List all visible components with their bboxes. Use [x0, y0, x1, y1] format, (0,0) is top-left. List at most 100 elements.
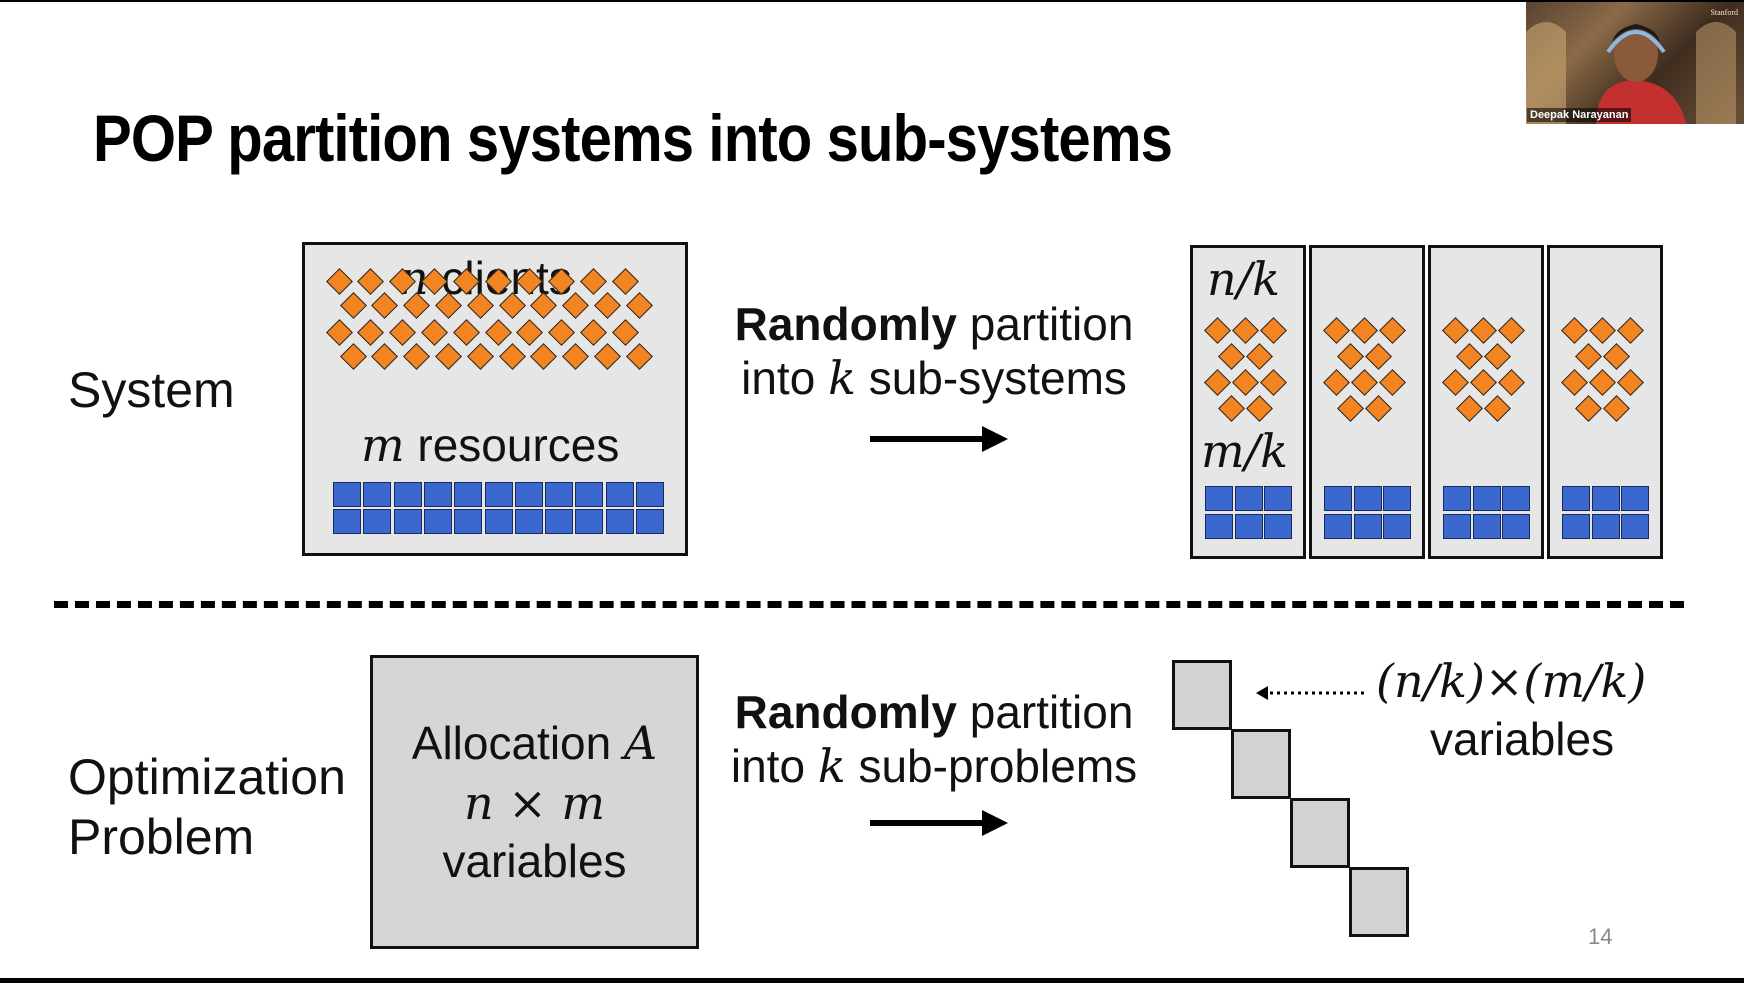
resource-square — [1234, 514, 1263, 539]
optimization-arrow — [870, 810, 1008, 836]
webcam-brand-logo: Stanford — [1710, 8, 1738, 17]
resource-square — [545, 482, 574, 507]
resource-square — [636, 482, 664, 507]
client-diamond — [1231, 316, 1259, 344]
system-caption-line1: Randomly partition — [718, 297, 1150, 351]
resource-square — [1234, 486, 1263, 511]
resource-square — [1621, 514, 1649, 539]
resource-square — [575, 509, 604, 534]
client-diamond — [1441, 368, 1469, 396]
resource-square — [1502, 514, 1530, 539]
resource-square — [1502, 486, 1530, 511]
system-caption-bold: Randomly — [734, 298, 957, 350]
resource-square — [636, 509, 664, 534]
diagonal-block — [1172, 660, 1232, 730]
client-diamond — [1203, 368, 1231, 396]
resource-square — [1591, 514, 1620, 539]
resource-square — [1264, 486, 1292, 511]
resource-square — [1205, 486, 1233, 511]
partition-clients-label: n/k — [1207, 252, 1280, 306]
resource-square — [514, 509, 543, 534]
sub-system-box — [1309, 245, 1425, 559]
client-diamond — [1455, 342, 1483, 370]
client-diamond — [1378, 316, 1406, 344]
client-diamond — [1350, 316, 1378, 344]
client-diamond — [1203, 316, 1231, 344]
client-diamond — [1616, 368, 1644, 396]
partition-group: n/k m/k — [1190, 245, 1668, 559]
client-diamond — [1231, 368, 1259, 396]
client-diamond — [1378, 368, 1406, 396]
resource-square — [1562, 486, 1590, 511]
resource-square — [1472, 486, 1501, 511]
client-diamond — [1483, 342, 1511, 370]
client-diamond — [1245, 394, 1273, 422]
block-diagonal — [1172, 660, 1412, 942]
sub-system-box — [1428, 245, 1544, 559]
client-diamond — [1497, 316, 1525, 344]
resource-square — [363, 482, 392, 507]
client-diamond — [1245, 342, 1273, 370]
client-diamond — [1322, 316, 1350, 344]
client-diamond — [1259, 368, 1287, 396]
client-diamond — [1322, 368, 1350, 396]
resource-square — [1353, 514, 1382, 539]
resource-square — [1443, 514, 1471, 539]
dotted-pointer-arrow — [1256, 686, 1368, 700]
resources-var: m — [361, 418, 405, 472]
client-diamond — [1560, 368, 1588, 396]
resource-square — [363, 509, 392, 534]
resource-square — [423, 482, 452, 507]
resource-square — [1621, 486, 1649, 511]
resource-square — [333, 509, 361, 534]
resource-square — [1264, 514, 1292, 539]
opt-caption-line2: into k sub-problems — [704, 739, 1164, 793]
diagonal-block — [1349, 867, 1409, 937]
system-arrow — [870, 426, 1008, 452]
diagonal-block — [1290, 798, 1350, 868]
resource-square — [1324, 486, 1352, 511]
client-diamond — [1259, 316, 1287, 344]
resource-square — [514, 482, 543, 507]
resource-square — [605, 509, 634, 534]
system-caption-post: sub-systems — [855, 352, 1127, 404]
resource-square — [333, 482, 361, 507]
resource-square — [1383, 514, 1411, 539]
opt-caption-rest: partition — [956, 686, 1134, 738]
system-caption-pre: into — [741, 352, 829, 404]
resource-square — [605, 482, 634, 507]
partition-resources-label: m/k — [1201, 424, 1288, 478]
slide-title: POP partition systems into sub-systems — [93, 101, 1173, 175]
system-caption-line2: into k sub-systems — [718, 351, 1150, 405]
client-diamond — [1560, 316, 1588, 344]
client-diamond — [1616, 316, 1644, 344]
resource-square — [454, 482, 483, 507]
client-diamond — [1455, 394, 1483, 422]
resource-square — [575, 482, 604, 507]
client-diamond — [1469, 316, 1497, 344]
optimization-label-line1: Optimization — [68, 749, 346, 805]
system-caption: Randomly partition into k sub-systems — [718, 297, 1150, 405]
client-diamond — [1588, 316, 1616, 344]
diagonal-block — [1231, 729, 1291, 799]
client-diamond — [1588, 368, 1616, 396]
resource-square — [484, 482, 513, 507]
optimization-label-line2: Problem — [68, 809, 255, 865]
resource-square — [1383, 486, 1411, 511]
optimization-caption: Randomly partition into k sub-problems — [704, 685, 1164, 793]
resource-square — [1353, 486, 1382, 511]
client-diamond — [1336, 342, 1364, 370]
webcam-person — [1526, 22, 1736, 124]
allocation-word: Allocation — [411, 717, 624, 769]
resource-square — [1443, 486, 1471, 511]
resources-word: resources — [404, 419, 620, 471]
opt-caption-var: k — [817, 739, 846, 793]
resources-label: m resources — [361, 418, 619, 472]
allocation-box: Allocation A n × m variables — [370, 655, 699, 949]
client-diamond — [1364, 394, 1392, 422]
client-diamond — [1336, 394, 1364, 422]
client-diamond — [1469, 368, 1497, 396]
system-caption-rest: partition — [956, 298, 1134, 350]
opt-caption-post: sub-problems — [845, 740, 1138, 792]
client-diamond — [1602, 342, 1630, 370]
